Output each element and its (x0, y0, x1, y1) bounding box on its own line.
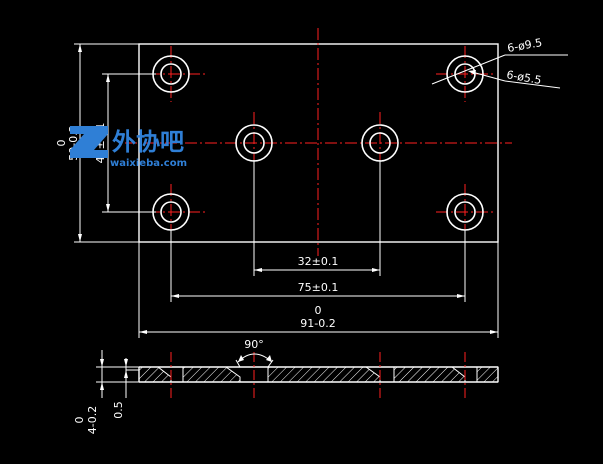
dim-recess-depth: 0.5 (112, 401, 125, 419)
callout-through-hole: 6-ø5.5 (505, 68, 542, 87)
dim-75: 75±0.1 (298, 281, 339, 294)
leader-lines (431, 54, 568, 89)
dim-angle-90: 90° (244, 338, 264, 351)
side-view: 90° 0 4-0.2 0.5 (73, 338, 499, 434)
watermark-url: waixieba.com (110, 158, 187, 169)
dim-32: 32±0.1 (298, 255, 339, 268)
leader-arrow (468, 70, 476, 75)
thickness-dim-lines (96, 350, 139, 398)
logo-mark-icon (70, 126, 108, 158)
angle-arrows (238, 355, 272, 362)
top-view: 32±0.1 75±0.1 0 91-0.2 0 59-0.2 45±0.1 6… (55, 28, 568, 338)
side-centerlines (170, 352, 466, 398)
dim-thickness: 4-0.2 (86, 406, 99, 434)
dim-91-tol-upper: 0 (315, 304, 322, 317)
dim-91: 91-0.2 (300, 317, 335, 330)
dim-arrows-horizontal (139, 268, 498, 334)
thickness-arrows (100, 359, 128, 390)
dim-lines-horizontal (138, 160, 499, 338)
watermark-brand: 外协吧 (112, 128, 184, 156)
section-outline (138, 366, 499, 383)
dim-thickness-tol-upper: 0 (73, 417, 86, 424)
watermark-logo: 外协吧 waixieba.com (70, 126, 187, 169)
dim-arrows-vertical (78, 44, 110, 242)
section-hatch (138, 366, 499, 383)
dim-59-tol-upper: 0 (55, 140, 68, 147)
callout-counterbore: 6-ø9.5 (506, 36, 543, 55)
